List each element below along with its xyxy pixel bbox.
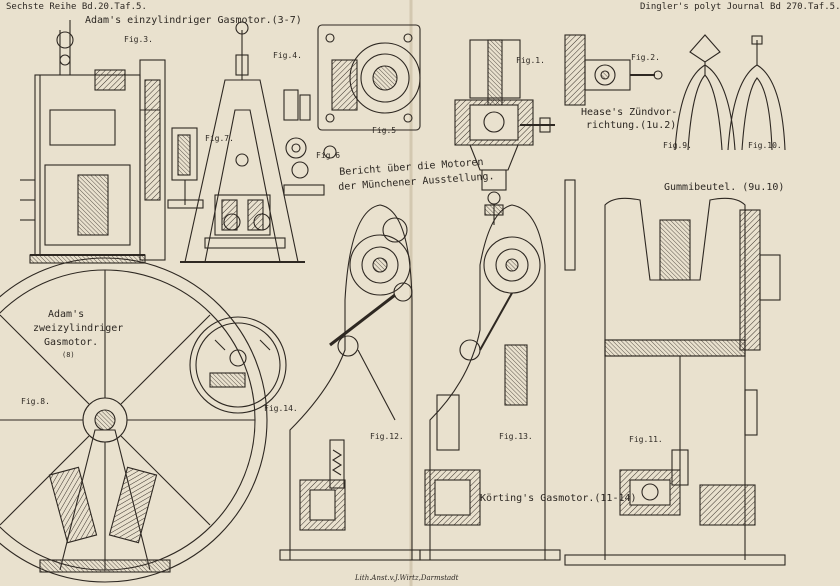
fig6-parts-drawing xyxy=(283,89,337,196)
fig10-label: Fig.10. xyxy=(748,141,782,150)
adam-single-cylinder-title: Adam's einzylindriger Gasmotor.(3-7) xyxy=(85,15,302,26)
adam-twin-title-line4: (8) xyxy=(62,351,75,359)
hease-igniter-title-line2: richtung.(1u.2) xyxy=(586,120,677,131)
fig2-label: Fig.2. xyxy=(631,53,660,62)
adam-twin-title-line2: zweizylindriger xyxy=(33,323,124,334)
fig10-rubber-bag-drawing xyxy=(727,35,786,151)
fig8-flywheel-drawing xyxy=(0,257,268,583)
koerting-engine-title: Körting's Gasmotor.(11-14) xyxy=(480,493,637,504)
fig1-igniter-drawing xyxy=(454,39,555,225)
fig6-label: Fig.6 xyxy=(316,151,341,160)
fig4-label: Fig.4. xyxy=(273,51,302,60)
lithographer-credit: Lith.Anst.v.J.Wirtz,Darmstadt xyxy=(355,574,459,582)
rubber-bag-title: Gummibeutel. (9u.10) xyxy=(664,182,785,193)
fig13-engine-drawing xyxy=(419,204,561,561)
fig14-disk-drawing xyxy=(189,316,287,414)
fig13-label: Fig.13. xyxy=(499,432,533,441)
fig11-engine-drawing xyxy=(564,179,786,566)
fig9-rubber-bag-drawing xyxy=(674,34,736,151)
fig3-label: Fig.3. xyxy=(124,35,153,44)
fig2-igniter-plan-drawing xyxy=(564,34,663,106)
fig5-valve-box-drawing xyxy=(317,24,421,131)
adam-twin-title-line1: Adam's xyxy=(48,309,85,320)
fig3-engine-drawing xyxy=(20,20,166,264)
fig14-label: Fig.14. xyxy=(264,404,298,413)
fig12-engine-drawing xyxy=(279,204,421,561)
fig7-label: Fig.7. xyxy=(205,134,234,143)
fig9-label: Fig.9. xyxy=(663,141,692,150)
fig11-label: Fig.11. xyxy=(629,435,663,444)
fig7-part-drawing xyxy=(167,127,204,209)
header-journal-label: Dingler's polyt Journal Bd 270.Taf.5. xyxy=(640,2,840,12)
fig5-label: Fig.5 xyxy=(372,126,397,135)
header-series-label: Sechste Reihe Bd.20.Taf.5. xyxy=(6,2,147,12)
adam-twin-title-line3: Gasmotor. xyxy=(44,337,99,348)
hease-igniter-title-line1: Hease's Zündvor- xyxy=(581,107,678,118)
fig4-column-drawing xyxy=(180,21,305,263)
fig1-label: Fig.1. xyxy=(516,56,545,65)
engraving-plate xyxy=(0,0,786,586)
fig8-label: Fig.8. xyxy=(21,397,50,406)
fig12-label: Fig.12. xyxy=(370,432,404,441)
